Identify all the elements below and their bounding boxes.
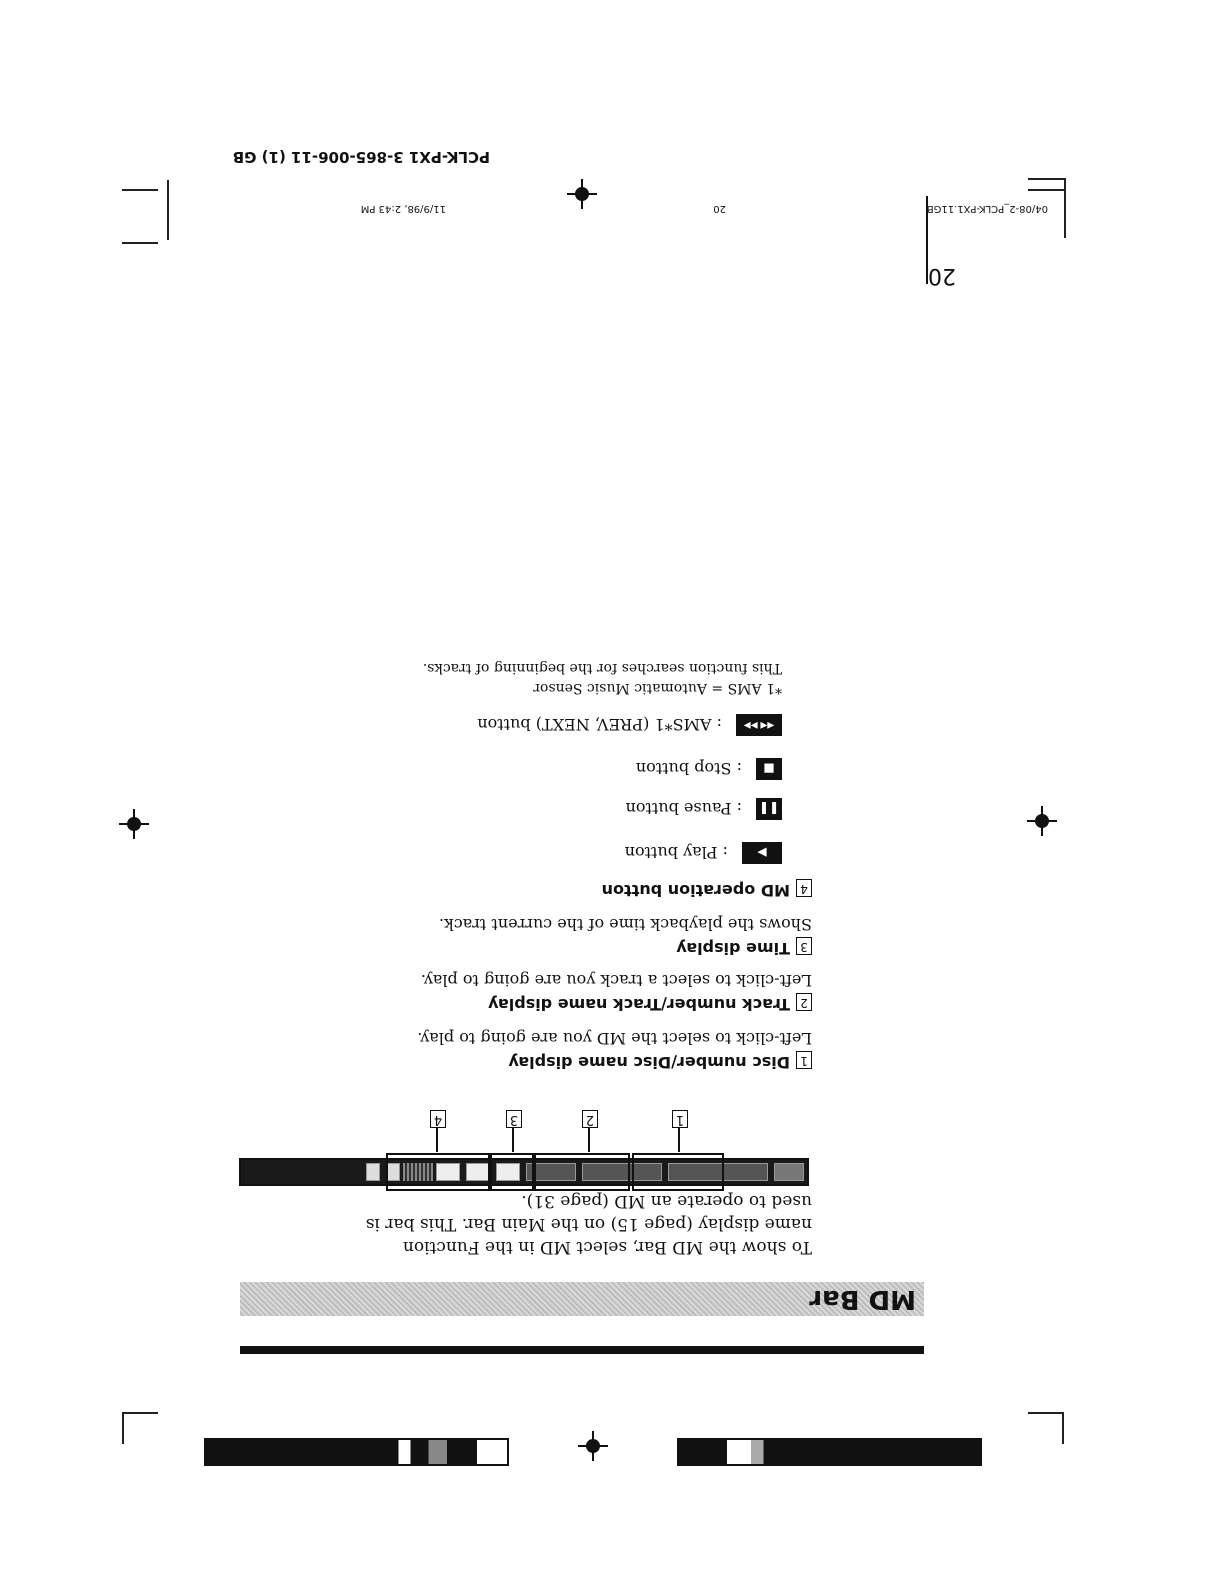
callout-number-1: 1 — [672, 1110, 688, 1128]
item-desc-1: Left-click to select the MD you are goin… — [417, 1029, 812, 1048]
crop-mark — [1064, 178, 1066, 238]
crop-mark — [1062, 1412, 1064, 1444]
footnote-text: This function searches for the beginning… — [422, 660, 782, 676]
page-number: 20 — [928, 263, 956, 288]
pause-button-label: : Pause button — [625, 799, 742, 819]
leader-line — [512, 1128, 514, 1152]
crop-mark — [1028, 189, 1064, 191]
registration-mark-right — [119, 809, 149, 839]
button-row-play: ▶ : Play button — [625, 840, 782, 866]
button-row-ams: ◀◀ ▶▶ : AMS*1 (PREV, NEXT) button — [477, 712, 782, 738]
color-bar-right — [204, 1438, 509, 1466]
item-desc-2: Left-click to select a track you are goi… — [420, 971, 812, 990]
callout-box-3 — [490, 1153, 534, 1191]
item-desc-3: Shows the playback time of the current t… — [438, 915, 812, 934]
play-button-label: : Play button — [624, 843, 728, 863]
crop-mark — [167, 180, 169, 240]
item-title-1: 1Disc number/Disc name display — [508, 1051, 812, 1072]
ams-icon: ◀◀ ▶▶ — [736, 714, 782, 736]
button-row-stop: ■ : Stop button — [636, 756, 782, 782]
registration-mark-left — [1027, 806, 1057, 836]
leader-line — [436, 1128, 438, 1152]
footer-code: PCLK-PX1 3-865-006-11 (1) GB — [232, 148, 490, 166]
play-icon: ▶ — [742, 842, 782, 864]
callout-box-1 — [632, 1153, 724, 1191]
footer-datetime: 11/9/98, 2:43 PM — [360, 203, 446, 214]
crop-mark — [122, 1412, 158, 1414]
footnote-mark: *1 AMS = Automatic Music Sensor — [533, 680, 782, 696]
button-row-pause: ❚❚ : Pause button — [626, 796, 782, 822]
registration-mark-bottom — [567, 179, 597, 209]
callout-number-2: 2 — [582, 1110, 598, 1128]
callout-box-4 — [386, 1153, 490, 1191]
color-bar-left — [677, 1438, 982, 1466]
callout-box-2 — [534, 1153, 630, 1191]
leader-line — [678, 1128, 680, 1152]
leader-line — [588, 1128, 590, 1152]
crop-mark — [1028, 1412, 1064, 1414]
stop-icon: ■ — [756, 758, 782, 780]
crop-mark — [122, 189, 158, 191]
top-rule — [240, 1346, 924, 1354]
footer-page: 20 — [713, 203, 726, 214]
section-title: MD Bar — [809, 1284, 916, 1314]
footer-file: 04/08-2_PCLK-PX1.11GB — [926, 203, 1048, 214]
crop-mark — [122, 242, 158, 244]
callout-number-4: 4 — [430, 1110, 446, 1128]
intro-paragraph: To show the MD Bar, select MD in the Fun… — [365, 1191, 812, 1257]
callout-number-3: 3 — [506, 1110, 522, 1128]
stop-button-label: : Stop button — [635, 759, 742, 779]
crop-mark — [122, 1412, 124, 1444]
ams-button-label: : AMS*1 (PREV, NEXT) button — [477, 715, 722, 735]
item-title-3: 3Time display — [676, 937, 812, 958]
crop-mark — [1028, 178, 1064, 180]
pause-icon: ❚❚ — [756, 798, 782, 820]
item-title-4: 4MD operation button — [602, 879, 812, 900]
item-title-2: 2Track number/Track name display — [488, 993, 812, 1014]
section-heading-band: MD Bar — [240, 1282, 924, 1316]
registration-mark-top — [578, 1431, 608, 1461]
